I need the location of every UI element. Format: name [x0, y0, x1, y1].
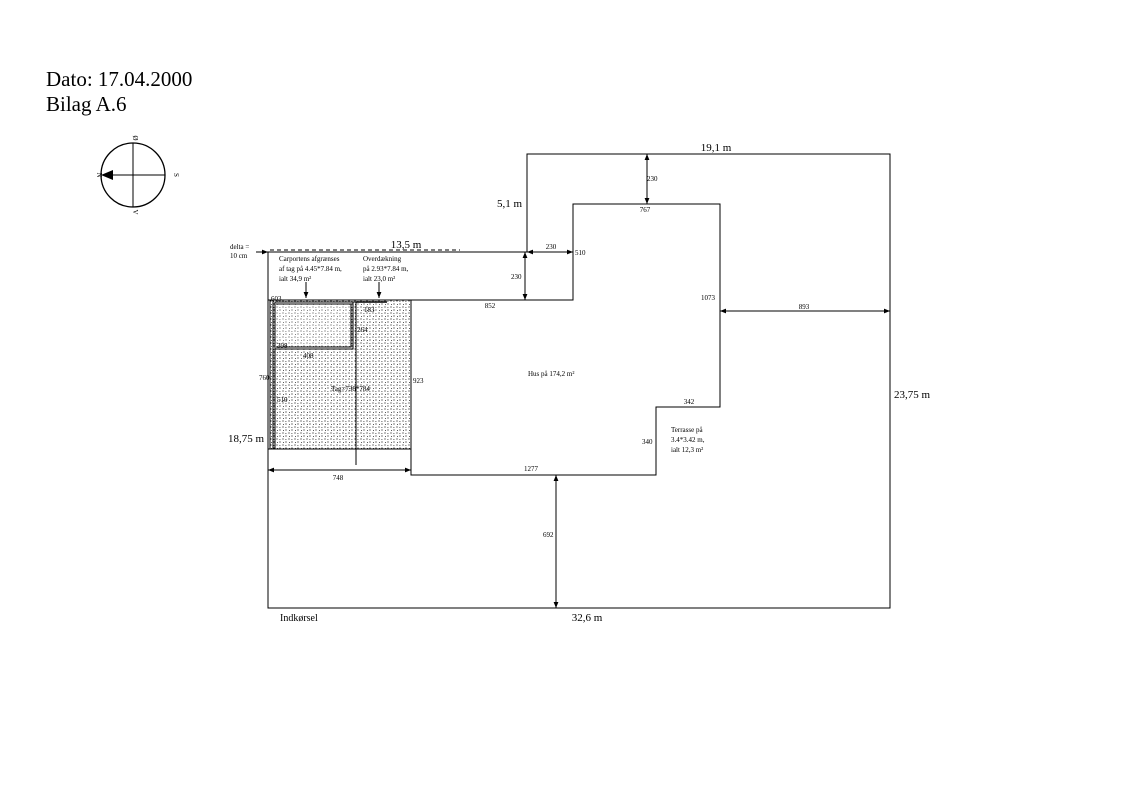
dim-left-step: 5,1 m — [497, 198, 523, 210]
compass-south: S — [172, 173, 180, 177]
carport-label-line1: Carportens afgrænses — [279, 255, 340, 263]
dim-893: 893 — [799, 303, 810, 311]
compass: N S Ø V — [95, 135, 180, 214]
dim-strip-length: 13,5 m — [391, 239, 422, 251]
dim-852: 852 — [485, 302, 496, 310]
dim-408: 408 — [303, 352, 314, 360]
terrace-label-line1: Terrasse på — [671, 426, 703, 434]
dim-left-height: 18,75 m — [228, 433, 265, 445]
appendix-label: Bilag A.6 — [46, 92, 127, 116]
dim-767: 767 — [640, 206, 651, 214]
delta-label-line2: 10 cm — [230, 252, 248, 260]
dim-923: 923 — [413, 377, 424, 385]
dim-748: 748 — [333, 474, 344, 482]
north-arrow-icon — [101, 170, 113, 180]
dim-right-height: 23,75 m — [894, 389, 931, 401]
delta-label-line1: delta = — [230, 243, 249, 251]
dim-top-width: 19,1 m — [701, 142, 732, 154]
dim-510-carport: 510 — [277, 396, 288, 404]
compass-east: Ø — [131, 135, 139, 140]
dim-398: 398 — [277, 342, 288, 350]
dim-230-vert: 230 — [511, 273, 522, 281]
carport-label-line3: ialt 34,9 m² — [279, 275, 311, 283]
carport-label-line2: af tag på 4.45*7.84 m, — [279, 265, 342, 273]
dim-264: 264 — [357, 326, 368, 334]
driveway-label: Indkørsel — [280, 613, 318, 624]
dim-bottom-width: 32,6 m — [572, 612, 603, 624]
dim-510: 510 — [575, 249, 586, 257]
dim-230-side: 230 — [546, 243, 557, 251]
document-date: Dato: 17.04.2000 — [46, 67, 193, 91]
storage-room-stipple — [276, 304, 351, 347]
compass-west: V — [131, 209, 139, 214]
dim-1073: 1073 — [701, 294, 716, 302]
terrace-label-line2: 3.4*3.42 m, — [671, 436, 705, 444]
terrace-label-line3: ialt 12,3 m² — [671, 446, 703, 454]
overdaekning-label-line1: Overdækning — [363, 255, 402, 263]
dim-183: 183 — [364, 306, 375, 314]
dim-1277: 1277 — [524, 465, 539, 473]
dim-692: 692 — [543, 531, 554, 539]
dim-603: 603 — [271, 295, 282, 303]
carport-wall-lines — [269, 300, 276, 449]
dim-760: 760 — [259, 374, 270, 382]
overdaekning-label-line3: ialt 23,0 m² — [363, 275, 395, 283]
house-area-label: Hus på 174,2 m² — [528, 370, 574, 378]
compass-north: N — [95, 172, 103, 177]
roof-label: Tag=738*784 — [331, 385, 370, 393]
dim-342: 342 — [684, 398, 695, 406]
dim-340: 340 — [642, 438, 653, 446]
overdaekning-label-line2: på 2.93*7.84 m, — [363, 265, 409, 273]
storage-room-lines — [275, 301, 356, 350]
dim-230-top: 230 — [647, 175, 658, 183]
